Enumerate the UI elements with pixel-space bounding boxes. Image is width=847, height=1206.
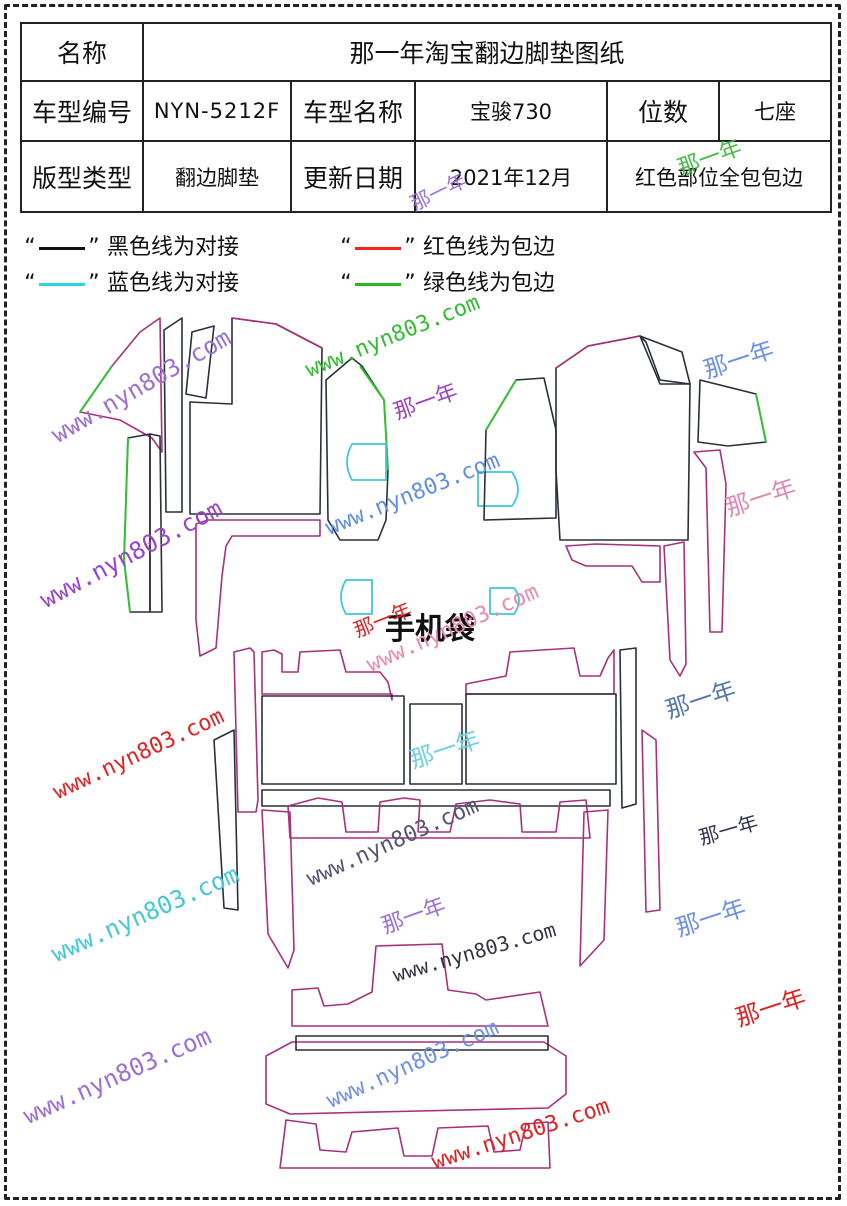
- row3-top-mat: [291, 943, 549, 1027]
- update-date: 2021年12月: [414, 140, 608, 213]
- passenger-main-mat: [555, 335, 691, 541]
- seats-label: 位数: [606, 80, 720, 142]
- legend-red: “” 红色线为包边: [340, 235, 556, 260]
- legend-cyan-text: 蓝色线为对接: [107, 271, 240, 296]
- row2-right-panel: [465, 693, 617, 785]
- wrap-note: 红色部位全包包边: [605, 140, 833, 213]
- model-code: NYN-5212F: [142, 80, 292, 142]
- driver-side-flap: [149, 433, 163, 613]
- row3-middle-mat: [265, 1041, 567, 1115]
- legend-black-swatch: [39, 246, 85, 250]
- row2-left-bottom-rail: [261, 809, 295, 969]
- legend-green-text: 绿色线为包边: [423, 271, 556, 296]
- center-console-right: [483, 377, 557, 521]
- second-row-pieces: [213, 647, 661, 969]
- row2-right-top: [465, 647, 615, 695]
- legend-cyan-swatch: [39, 282, 85, 286]
- page-border: [4, 4, 841, 1200]
- phone-pocket-a: [346, 443, 387, 481]
- legend-black: “” 黑色线为对接: [24, 235, 240, 260]
- row2-right-side-flap: [641, 729, 661, 913]
- driver-pillar-strip: [163, 317, 183, 513]
- passenger-top-corner: [639, 335, 691, 385]
- third-row-pieces: [265, 943, 567, 1169]
- legend-red-swatch: [355, 246, 401, 250]
- model-name: 宝骏730: [414, 80, 608, 142]
- name-label: 名称: [20, 22, 144, 82]
- legend-black-text: 黑色线为对接: [107, 235, 240, 260]
- document-title: 那一年淘宝翻边脚垫图纸: [141, 22, 833, 82]
- model-code-label: 车型编号: [20, 80, 144, 142]
- legend-red-text: 红色线为包边: [423, 235, 556, 260]
- driver-small-top: [185, 325, 215, 399]
- passenger-side-panel: [697, 379, 767, 447]
- phone-pocket-b: [477, 471, 519, 507]
- phone-pocket-d: [489, 587, 520, 615]
- row2-crossbar: [261, 789, 611, 807]
- spec-table: 名称 那一年淘宝翻边脚垫图纸 车型编号 NYN-5212F 车型名称 宝骏730…: [20, 22, 833, 213]
- legend-cyan: “” 蓝色线为对接: [24, 271, 240, 296]
- row2-rear-strip: [287, 797, 591, 839]
- row2-left-rail: [233, 647, 259, 813]
- pattern-type: 翻边脚垫: [142, 140, 292, 213]
- seats-value: 七座: [717, 80, 833, 142]
- row2-left-side-flap: [213, 729, 239, 911]
- passenger-heel-piece: [565, 543, 661, 583]
- row2-center-panel: [409, 703, 463, 785]
- passenger-pillar: [693, 449, 727, 633]
- front-left-pieces: [79, 317, 323, 657]
- row2-right-rail: [619, 647, 637, 809]
- front-right-pieces: [555, 335, 767, 677]
- phone-pocket-c: [340, 579, 373, 615]
- update-date-label: 更新日期: [290, 140, 416, 213]
- row3-crossbar: [295, 1035, 549, 1051]
- model-name-label: 车型名称: [290, 80, 416, 142]
- driver-heel-piece: [195, 519, 321, 657]
- phone-bag-label: 手机袋: [385, 612, 475, 647]
- passenger-strip: [663, 541, 687, 677]
- row3-bottom-mat: [279, 1119, 551, 1169]
- pattern-type-label: 版型类型: [20, 140, 144, 213]
- row2-right-bottom-rail: [579, 809, 609, 967]
- legend-green-swatch: [355, 282, 401, 286]
- center-console-left: [325, 357, 389, 541]
- row2-left-top: [261, 649, 393, 701]
- row2-left-panel: [261, 695, 405, 785]
- legend-green: “” 绿色线为包边: [340, 271, 556, 296]
